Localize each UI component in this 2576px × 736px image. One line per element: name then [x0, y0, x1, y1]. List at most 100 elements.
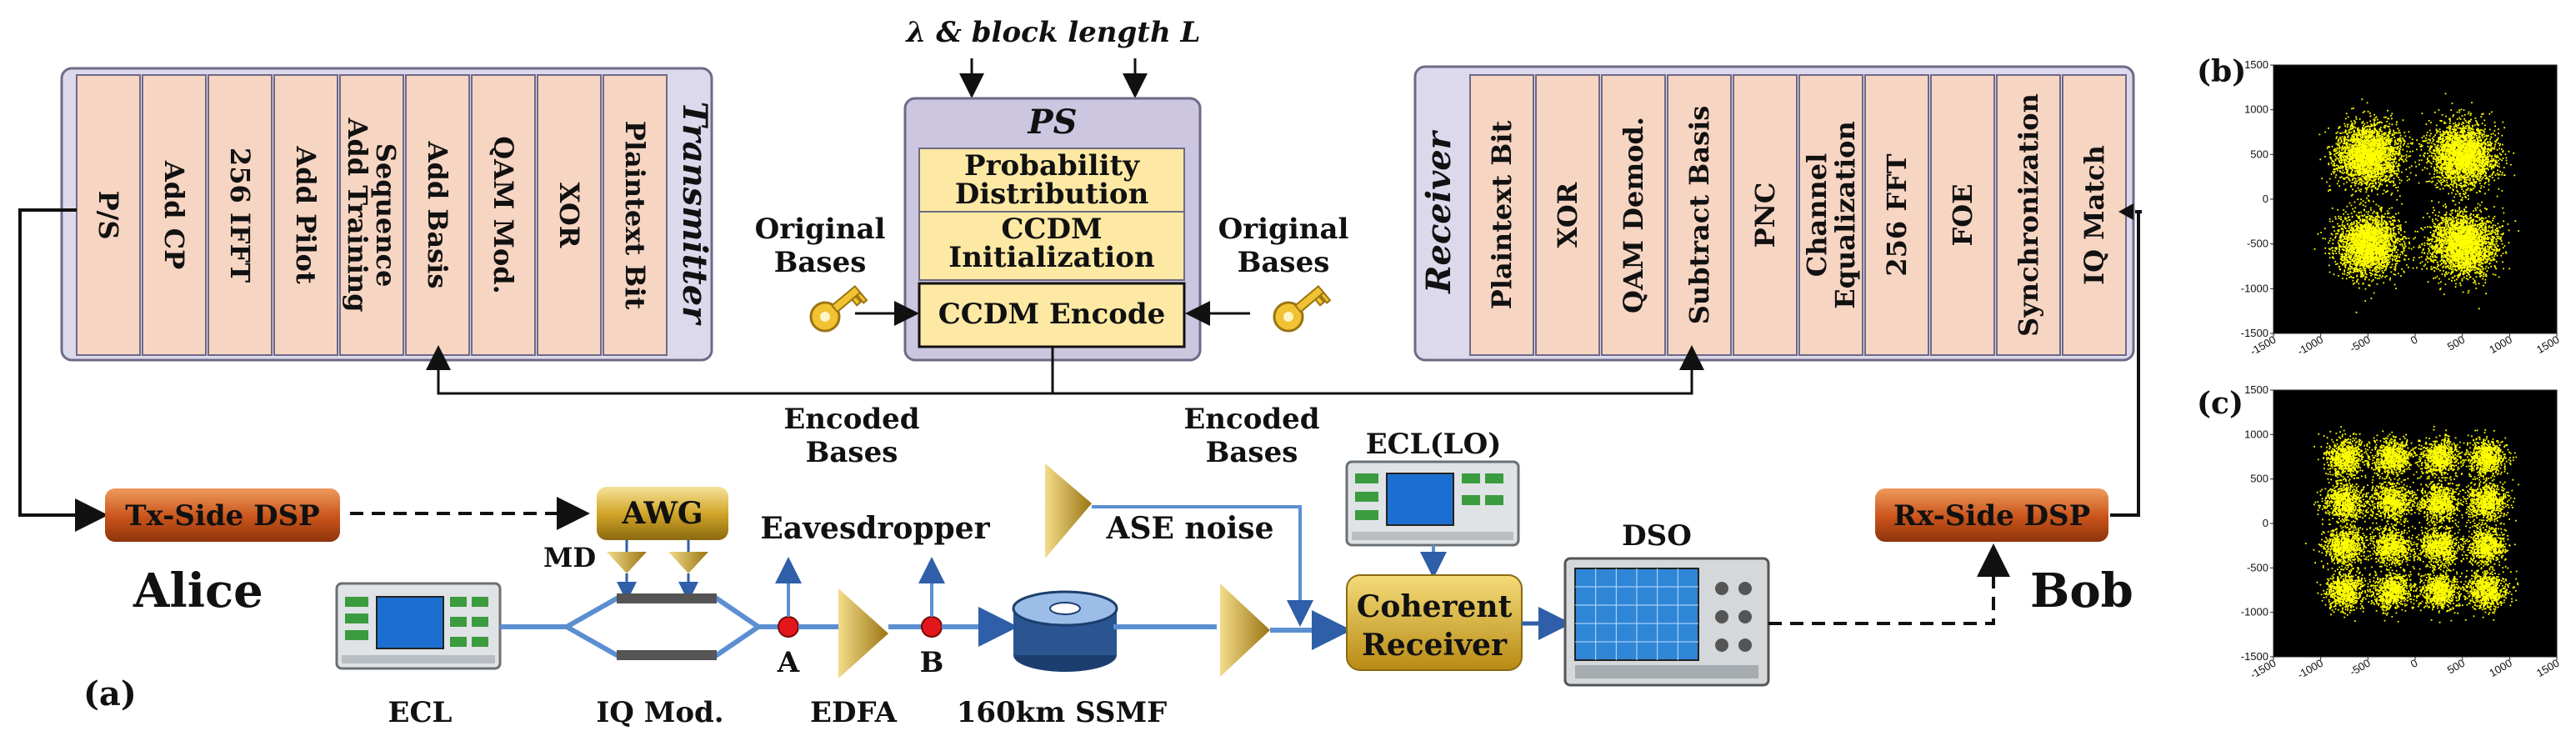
ecl-lo-label: ECL(LO) — [1366, 428, 1502, 461]
ps-rows-text: ProbabilityDistributionCCDMInitializatio… — [938, 149, 1166, 331]
tx-block-label-add-pilot: Add Pilot — [290, 145, 322, 283]
panel-label: (b) — [2197, 54, 2246, 89]
rx-block-256-fft — [1864, 74, 1929, 356]
constellation-cluster-16 — [2455, 562, 2519, 621]
cluster-points — [2362, 468, 2421, 531]
key-icon — [1273, 284, 1332, 333]
cluster-points — [2408, 425, 2478, 484]
rx-dsp-link — [2110, 210, 2140, 517]
cluster-points — [2304, 518, 2375, 572]
tx-block-add-cp — [142, 74, 207, 356]
left-original-bases-line2: Bases — [774, 246, 867, 279]
ps-row-label-probability-distribution: Distribution — [955, 178, 1149, 211]
ps-row-label-ccdm-initialization: CCDM — [1001, 213, 1102, 246]
y-tick-label: 1000 — [2244, 428, 2268, 440]
ps-title: PS — [1028, 103, 1078, 142]
panel-label: (c) — [2197, 386, 2243, 421]
tx-block-256-ifft — [208, 74, 273, 356]
x-tick-label: 1000 — [2487, 333, 2514, 356]
cluster-points — [2392, 193, 2519, 310]
right-original-bases: Original Bases — [1185, 213, 1349, 333]
ase-noise-label: ASE noise — [1106, 511, 1274, 546]
tx-block-add-pilot — [273, 74, 338, 356]
cluster-points — [2455, 562, 2519, 621]
y-tick-label: 1500 — [2244, 383, 2268, 396]
point-a-marker — [778, 616, 799, 638]
rx-block-label-synchronization: Synchronization — [2013, 93, 2044, 337]
x-tick-label: 0 — [2408, 333, 2420, 348]
cluster-points — [2318, 98, 2425, 215]
constellation-cluster-6 — [2362, 468, 2421, 531]
iq-mod-label: IQ Mod. — [596, 696, 723, 729]
ecl-label: ECL — [388, 696, 453, 729]
y-tick-label: -1000 — [2241, 282, 2268, 294]
tx-block-xor — [537, 74, 602, 356]
x-tick-label: -500 — [2348, 657, 2373, 678]
x-tick-label: -1000 — [2295, 657, 2325, 682]
encoded-bases-left-line2: Bases — [806, 436, 898, 469]
y-tick-label: 0 — [2263, 193, 2268, 205]
ecl-lo-device — [1345, 460, 1520, 547]
rx-block-qam-demod — [1601, 74, 1666, 356]
cluster-points — [2313, 188, 2428, 313]
rx-block-label-qam-demod: QAM Demod. — [1618, 117, 1649, 313]
right-original-bases-line2: Bases — [1238, 246, 1330, 279]
alice-label: Alice — [133, 563, 263, 618]
edfa-amplifier — [838, 588, 888, 678]
awg-box[interactable]: AWG — [597, 487, 728, 540]
tx-block-label-256-ifft: 256 IFFT — [224, 148, 256, 283]
y-tick-label: 0 — [2263, 517, 2268, 529]
constellation-cluster-1 — [2313, 426, 2378, 484]
rx-block-label-xor: XOR — [1552, 182, 1583, 248]
cluster-points — [2367, 562, 2423, 623]
rx-block-subtract-basis — [1667, 74, 1732, 356]
pre-amplifier — [1220, 583, 1270, 677]
dso-label: DSO — [1622, 519, 1692, 553]
y-tick-label: -1500 — [2241, 650, 2268, 663]
constellation-chart-b: 150010005000-500-1000-1500-1500-1000-500… — [2197, 54, 2562, 358]
cluster-points — [2454, 515, 2518, 574]
cluster-points — [2408, 469, 2475, 530]
bob-label: Bob — [2030, 563, 2133, 618]
tx-block-label-add-cp: Add CP — [158, 160, 190, 269]
tx-block-label-add-basis: Add Basis — [422, 141, 453, 289]
md-triangle-right — [668, 552, 708, 573]
rx-dsp-label: Rx-Side DSP — [1893, 499, 2090, 533]
point-b-marker — [921, 616, 943, 638]
y-tick-label: -1500 — [2241, 327, 2268, 339]
tx-block-label-add-training-sequence: Add TrainingSequence — [342, 117, 402, 312]
encoded-bases-connector: Encoded Bases Encoded Bases — [426, 345, 1704, 469]
cluster-points — [2455, 428, 2518, 488]
rx-dsp-button[interactable]: Rx-Side DSP — [1875, 488, 2108, 542]
constellation-cluster-5 — [2313, 472, 2379, 537]
encoded-bases-right-line1: Encoded — [1183, 403, 1319, 436]
cluster-points — [2403, 560, 2468, 623]
x-tick-label: -500 — [2348, 333, 2373, 355]
cluster-points — [2398, 93, 2516, 207]
tx-dsp-label: Tx-Side DSP — [125, 499, 319, 533]
rx-block-label-foe: FOE — [1947, 184, 1978, 247]
ps-row-ccdm-encode — [918, 282, 1186, 348]
rx-block-iq-match — [2062, 74, 2127, 356]
y-tick-label: -500 — [2247, 561, 2268, 573]
tx-block-add-training-sequence — [339, 74, 404, 356]
key-icon — [809, 284, 868, 333]
chart-plot-area — [2273, 64, 2558, 334]
tx-dsp-link — [18, 208, 108, 532]
cluster-points — [2313, 426, 2378, 484]
right-original-bases-line1: Original — [1218, 213, 1349, 246]
constellation-cluster-3 — [2408, 425, 2478, 484]
fiber-spool-icon — [1012, 590, 1118, 672]
eavesdropper-label: Eavesdropper — [760, 511, 990, 546]
rx-block-foe — [1930, 74, 1995, 356]
constellation-cluster-10 — [2355, 518, 2428, 578]
receiver-title: Receiver — [1419, 129, 1458, 293]
edfa-label: EDFA — [810, 696, 898, 729]
ps-box: λ & block length L PS ProbabilityDistrib… — [903, 16, 1202, 362]
tx-dsp-button[interactable]: Tx-Side DSP — [105, 488, 340, 542]
rx-block-label-subtract-basis: Subtract Basis — [1683, 106, 1715, 325]
awg-label: AWG — [621, 496, 703, 531]
